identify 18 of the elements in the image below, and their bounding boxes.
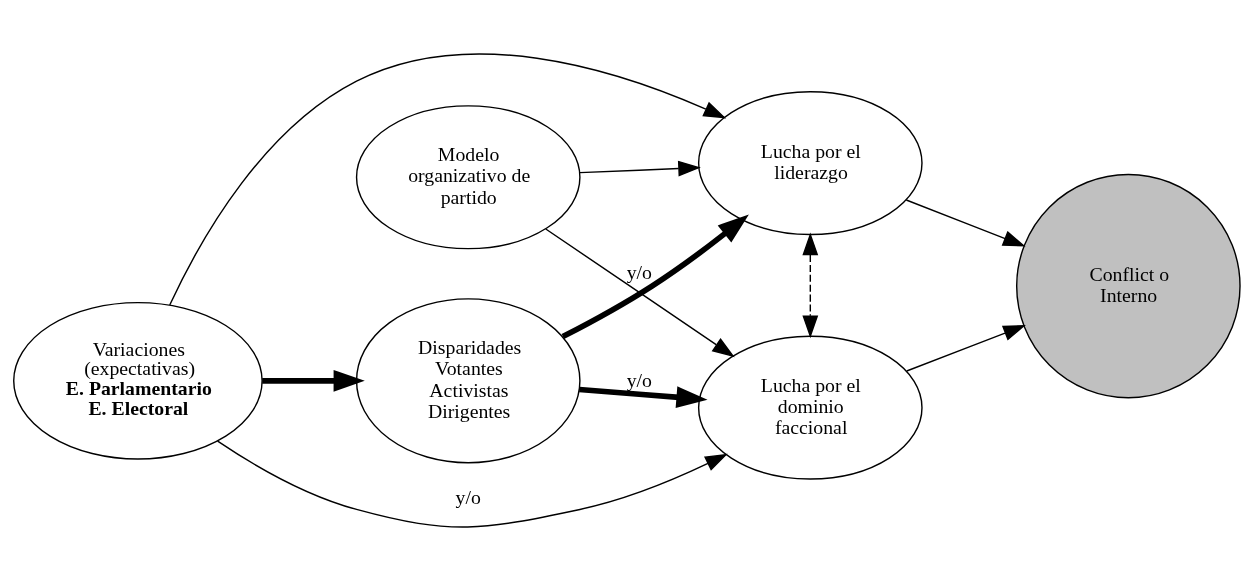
arrow [545, 228, 735, 358]
arrow [905, 199, 1026, 247]
arrow [262, 369, 365, 392]
arrow [906, 325, 1026, 372]
node-ellipse: Disparidades Votantes Activistas Dirigentes [355, 298, 581, 464]
node-circle: Conflict o Interno [1015, 173, 1241, 399]
arrow [169, 53, 727, 306]
node-ellipse: Lucha por el liderazgo [697, 91, 923, 236]
edge-label: y/o [626, 368, 652, 391]
edge-label: y/o [455, 486, 481, 509]
arrow [579, 160, 701, 177]
arrow [561, 214, 749, 340]
arrow [216, 440, 728, 528]
arrow [579, 386, 708, 409]
node-ellipse: Variaciones (expectativas) E. Parlamentario E. Electoral [13, 301, 263, 460]
arrow [802, 232, 819, 339]
node-ellipse: Modelo organizativo de partido [355, 105, 581, 250]
edge-label: y/o [626, 261, 652, 284]
